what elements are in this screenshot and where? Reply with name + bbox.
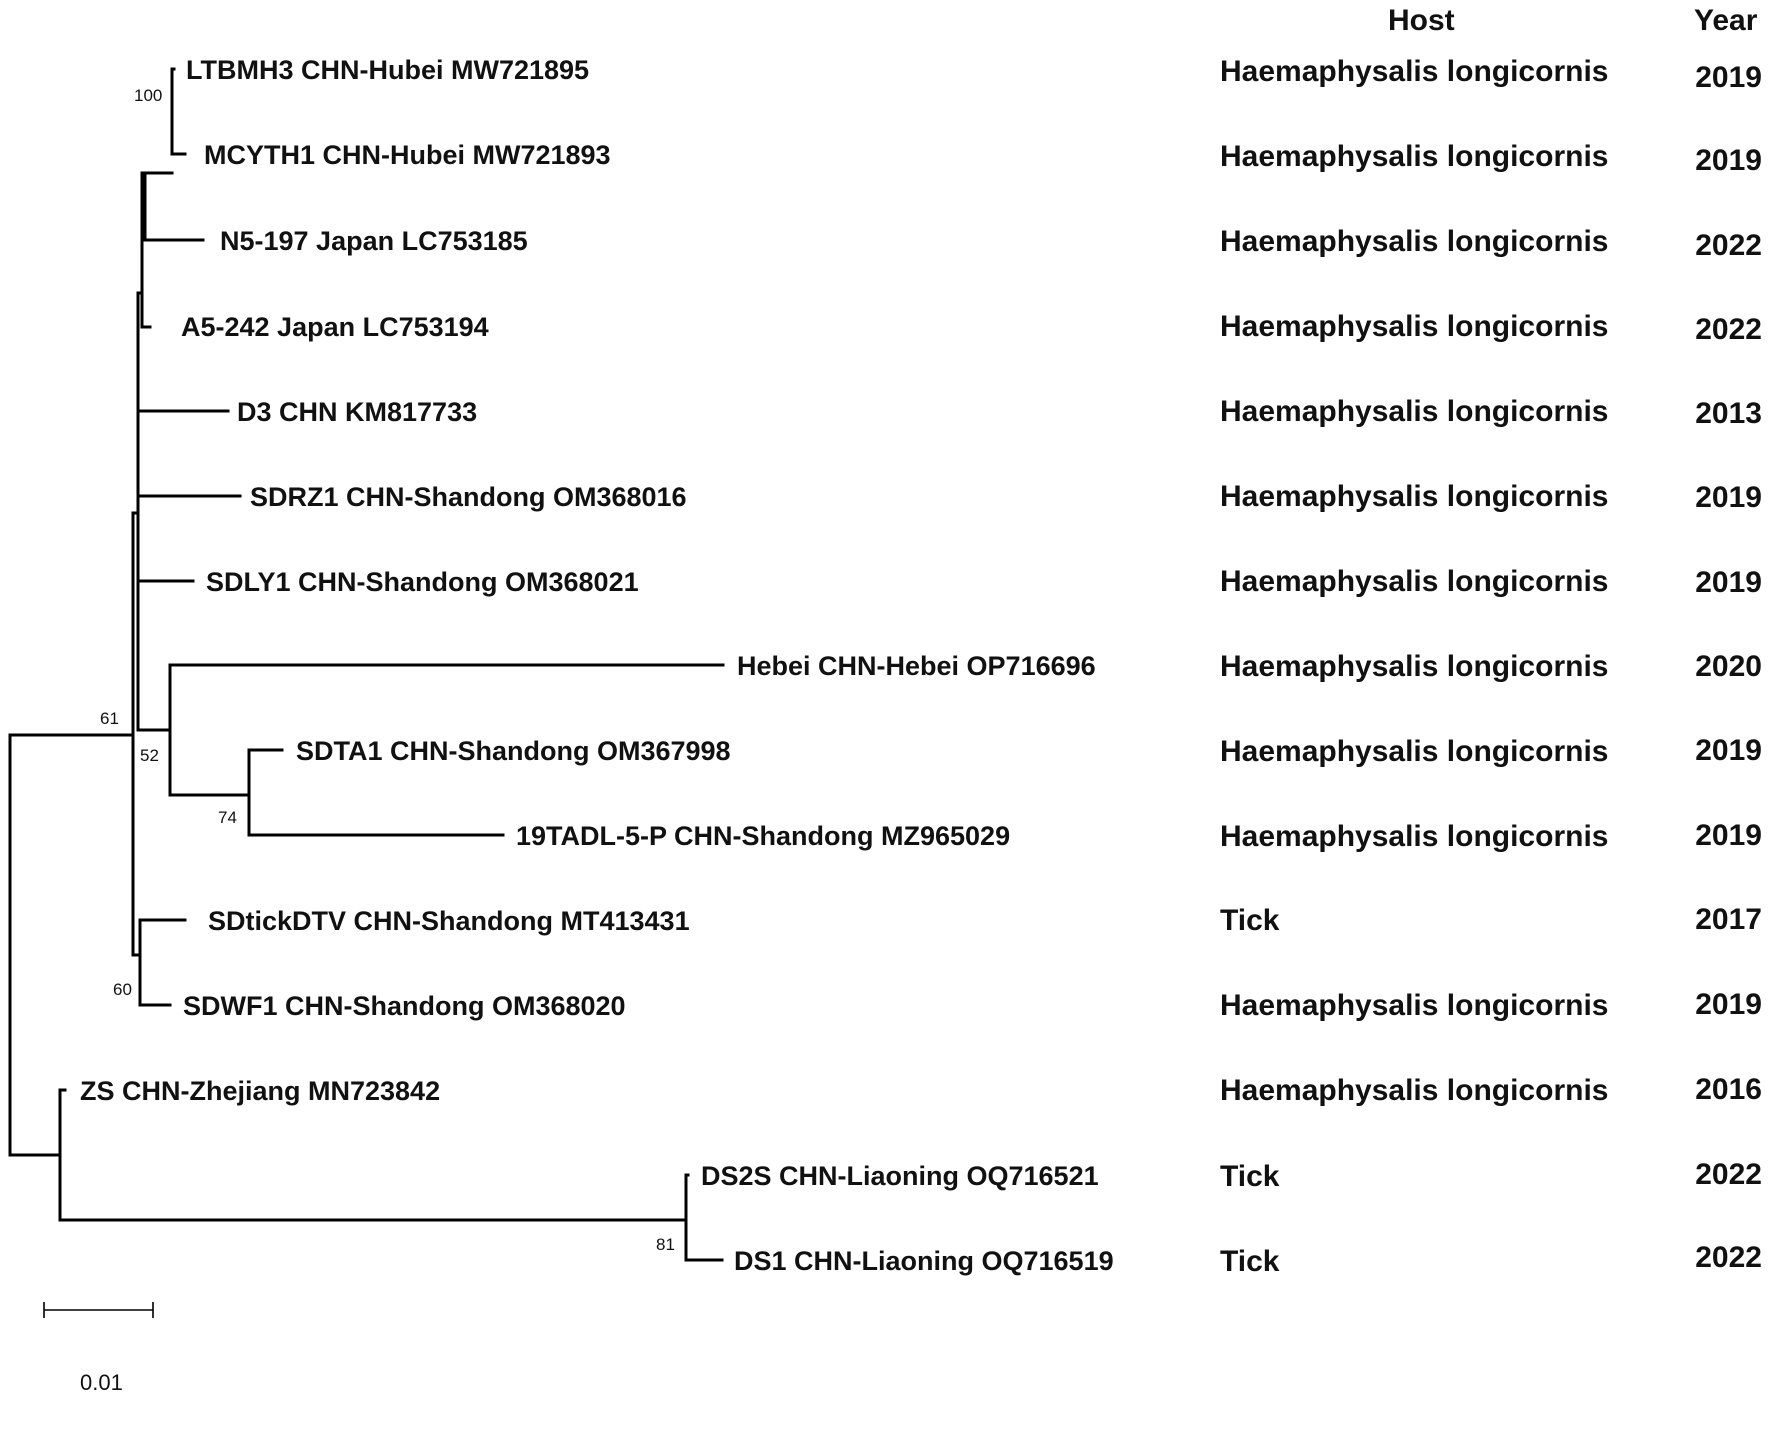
year-label: 2019 bbox=[1695, 144, 1762, 177]
taxon-label: DS1 CHN-Liaoning OQ716519 bbox=[734, 1246, 1114, 1276]
year-label: 2022 bbox=[1695, 1158, 1762, 1191]
taxon-label: SDtickDTV CHN-Shandong MT413431 bbox=[208, 906, 690, 936]
year-label: 2016 bbox=[1695, 1073, 1762, 1106]
bootstrap-value: 61 bbox=[100, 709, 119, 728]
host-label: Haemaphysalis longicornis bbox=[1220, 225, 1608, 258]
scale-bar: 0.01 bbox=[43, 1302, 154, 1395]
taxon-label: N5-197 Japan LC753185 bbox=[220, 226, 528, 256]
host-label: Haemaphysalis longicornis bbox=[1220, 650, 1608, 683]
host-label: Haemaphysalis longicornis bbox=[1220, 480, 1608, 513]
year-column-header: Year bbox=[1694, 4, 1758, 37]
tree-branches bbox=[8, 67, 725, 1262]
host-label: Tick bbox=[1220, 1160, 1280, 1193]
taxon-label: D3 CHN KM817733 bbox=[237, 397, 477, 427]
host-label: Haemaphysalis longicornis bbox=[1220, 310, 1608, 343]
taxon-label: DS2S CHN-Liaoning OQ716521 bbox=[701, 1161, 1099, 1191]
bootstrap-value: 81 bbox=[656, 1235, 675, 1254]
year-label: 2019 bbox=[1695, 988, 1762, 1021]
scale-bar-line bbox=[43, 1302, 154, 1318]
host-label: Haemaphysalis longicornis bbox=[1220, 140, 1608, 173]
year-label: 2022 bbox=[1695, 1241, 1762, 1274]
host-label: Tick bbox=[1220, 1245, 1280, 1278]
year-label: 2019 bbox=[1695, 61, 1762, 94]
host-label: Haemaphysalis longicornis bbox=[1220, 1074, 1608, 1107]
taxon-label: MCYTH1 CHN-Hubei MW721893 bbox=[204, 140, 611, 170]
year-label: 2017 bbox=[1695, 903, 1762, 936]
taxon-label: ZS CHN-Zhejiang MN723842 bbox=[80, 1076, 440, 1106]
year-label: 2019 bbox=[1695, 566, 1762, 599]
taxon-label: SDLY1 CHN-Shandong OM368021 bbox=[206, 567, 639, 597]
scale-bar-label: 0.01 bbox=[80, 1370, 123, 1395]
taxon-label: SDTA1 CHN-Shandong OM367998 bbox=[296, 736, 731, 766]
year-label: 2019 bbox=[1695, 819, 1762, 852]
year-label: 2020 bbox=[1695, 650, 1762, 683]
host-label: Tick bbox=[1220, 904, 1280, 937]
year-label: 2019 bbox=[1695, 734, 1762, 767]
host-label: Haemaphysalis longicornis bbox=[1220, 565, 1608, 598]
taxon-labels: LTBMH3 CHN-Hubei MW721895 MCYTH1 CHN-Hub… bbox=[80, 55, 1114, 1276]
host-label: Haemaphysalis longicornis bbox=[1220, 989, 1608, 1022]
host-label: Haemaphysalis longicornis bbox=[1220, 395, 1608, 428]
host-label: Haemaphysalis longicornis bbox=[1220, 735, 1608, 768]
host-label: Haemaphysalis longicornis bbox=[1220, 55, 1608, 88]
year-label: 2019 bbox=[1695, 481, 1762, 514]
bootstrap-value: 52 bbox=[140, 746, 159, 765]
taxon-label: Hebei CHN-Hebei OP716696 bbox=[737, 651, 1096, 681]
taxon-label: SDRZ1 CHN-Shandong OM368016 bbox=[250, 482, 687, 512]
taxon-label: A5-242 Japan LC753194 bbox=[181, 312, 489, 342]
year-label: 2013 bbox=[1695, 397, 1762, 430]
bootstrap-values: 100 61 52 74 60 81 bbox=[100, 86, 675, 1254]
bootstrap-value: 100 bbox=[134, 86, 162, 105]
taxon-label: SDWF1 CHN-Shandong OM368020 bbox=[183, 991, 626, 1021]
host-label: Haemaphysalis longicornis bbox=[1220, 820, 1608, 853]
year-label: 2022 bbox=[1695, 229, 1762, 262]
year-column: 2019 2019 2022 2022 2013 2019 2019 2020 … bbox=[1695, 61, 1762, 1274]
taxon-label: LTBMH3 CHN-Hubei MW721895 bbox=[186, 55, 589, 85]
host-column-header: Host bbox=[1388, 4, 1455, 37]
host-column: Haemaphysalis longicornis Haemaphysalis … bbox=[1220, 55, 1608, 1278]
taxon-label: 19TADL-5-P CHN-Shandong MZ965029 bbox=[516, 821, 1010, 851]
year-label: 2022 bbox=[1695, 313, 1762, 346]
bootstrap-value: 60 bbox=[113, 980, 132, 999]
bootstrap-value: 74 bbox=[218, 808, 237, 827]
